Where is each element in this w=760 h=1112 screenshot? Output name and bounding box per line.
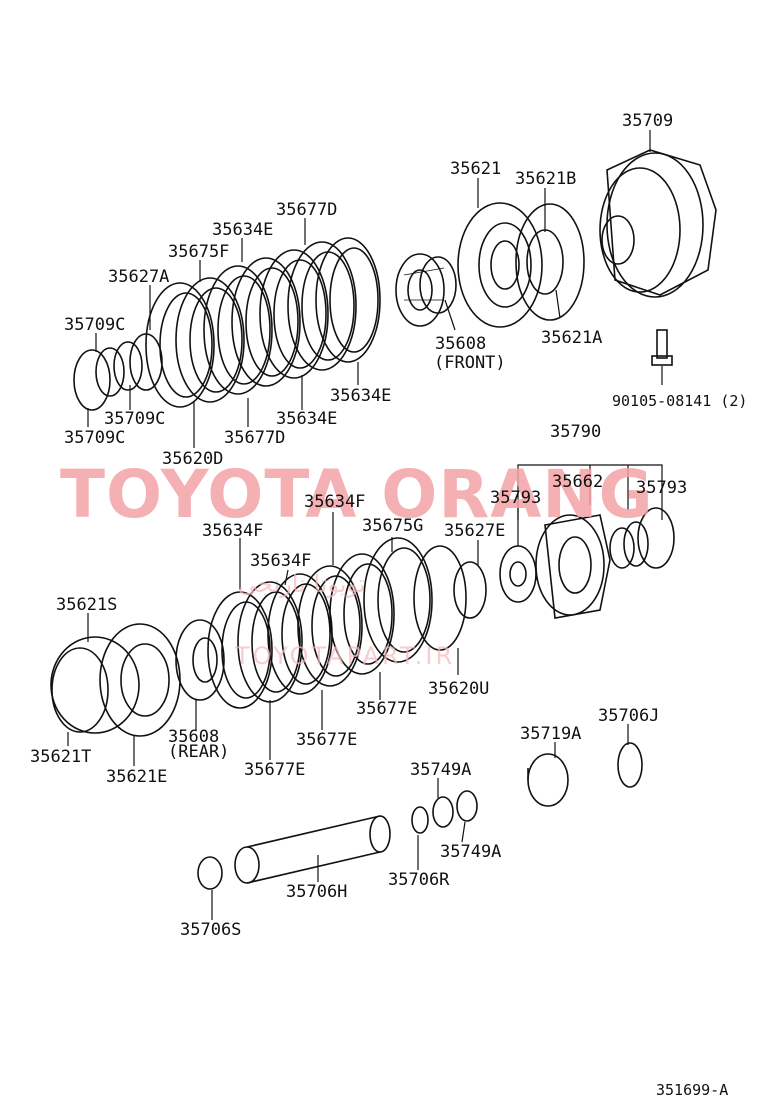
callout-label: 35634F [202,521,263,541]
callout-labels: 35709 35621 35621B 35677D 35634E 35675F … [30,111,747,940]
callout-label: 35675F [168,242,229,262]
shaft-rings [197,790,478,890]
callout-label: 35620D [162,449,223,469]
watermark-site: TOYOTAPART.IR [234,642,455,670]
callout-label: 35627E [444,521,505,541]
callout-label: 35621 [450,159,501,179]
callout-label: (FRONT) [434,353,506,373]
callout-label: 35621B [515,169,576,189]
callout-label: 35793 [490,488,541,508]
callout-label: 35662 [552,472,603,492]
callout-label: 35608 [435,334,486,354]
callout-label: 35677D [224,428,285,448]
callout-label: 35790 [550,422,601,442]
callout-label: 35621S [56,595,117,615]
clutch-drum [599,149,717,298]
callout-label: 35749A [440,842,501,862]
callout-label: 35634E [330,386,391,406]
callout-label: 35677E [356,699,417,719]
callout-label: 35677D [276,200,337,220]
callout-label: 35706R [388,870,450,890]
leader-lines [67,130,663,920]
callout-label: 35621T [30,747,91,767]
callout-label: 35621A [541,328,602,348]
lower-seal-rings [50,636,140,734]
callout-label: 35634E [212,220,273,240]
one-way-clutch [527,742,643,807]
callout-label: 35675G [362,516,423,536]
rear-spring-retainer [175,619,225,701]
front-spring-retainer [395,253,457,327]
callout-label: 35793 [636,478,687,498]
upper-piston [457,202,543,328]
callout-label: 35621E [106,767,167,787]
callout-label: 35706S [180,920,241,940]
planetary-group [499,507,675,619]
callout-label: 35709C [64,428,125,448]
output-shaft [234,815,391,884]
watermark-brand: TOYOTA ORANG [60,456,654,533]
callout-label: 35634F [304,492,365,512]
callout-label: 35706H [286,882,347,902]
callout-label: 35709 [622,111,673,131]
callout-label: 35719A [520,724,581,744]
callout-label: 35634F [250,551,311,571]
callout-label: 35620U [428,679,489,699]
callout-label: 35706J [598,706,659,726]
figure-number: 351699-A [656,1081,728,1099]
callout-label: 35634E [276,409,337,429]
lower-clutch-plates [207,537,487,709]
callout-label: 35709C [64,315,125,335]
planetary-bracket [517,464,663,520]
upper-clutch-plates [145,237,381,408]
callout-label: 35627A [108,267,169,287]
callout-label: 35749A [410,760,471,780]
callout-label: 35677E [244,760,305,780]
upper-seal-rings [515,203,585,321]
callout-label: 35677E [296,730,357,750]
callout-label: (REAR) [168,742,229,762]
callout-label: 35608 [168,727,219,747]
lower-piston [99,623,181,737]
callout-label: 90105-08141 (2) [612,392,747,410]
bolt [651,329,673,366]
watermark-arabic: تویوتا نارنجی [238,570,366,598]
callout-label: 35709C [104,409,165,429]
